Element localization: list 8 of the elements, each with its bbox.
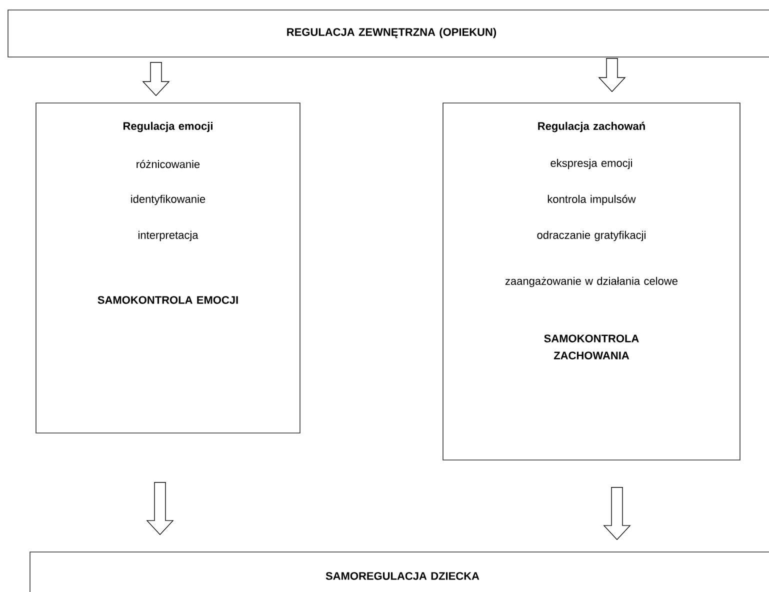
block-arrow	[598, 58, 626, 92]
text-box: Regulacja emocji różnicowanie identyfikowanie interpretacja SAMOKONTROLA EMOCJI	[36, 102, 300, 434]
text-box: SAMOREGULACJA DZIECKA	[30, 552, 769, 592]
block-arrow	[142, 62, 170, 96]
text-box: REGULACJA ZEWNĘTRZNA (OPIEKUN)	[8, 10, 769, 58]
block-arrow	[146, 482, 174, 536]
text-box: Regulacja zachowań ekspresja emocji kontrola impulsów odraczanie gratyfikacji zaangażowanie w działania celowe SAMOKONTROLA ZACHOWANIA	[442, 102, 740, 460]
block-arrow	[603, 487, 631, 540]
